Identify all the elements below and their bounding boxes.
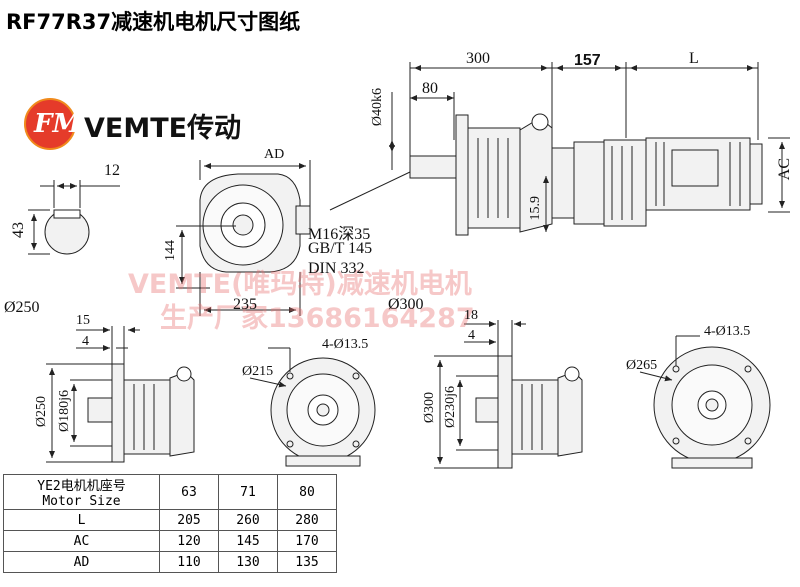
dim-AD-label: AD bbox=[264, 147, 285, 162]
flange2-4-label: 4 bbox=[468, 328, 475, 343]
page-title: RF77R37减速机电机尺寸图纸 bbox=[6, 10, 301, 34]
dim-157-label: 157 bbox=[574, 52, 601, 69]
flange1-180-label: Ø180j6 bbox=[57, 390, 72, 432]
flange2-holes-label: 4-Ø13.5 bbox=[704, 324, 751, 339]
flange1-250-label: Ø250 bbox=[34, 396, 49, 428]
flange1-holes-label: 4-Ø13.5 bbox=[322, 337, 369, 352]
table-header-cell: YE2电机机座号 Motor Size bbox=[3, 474, 160, 510]
table-row-label: AC bbox=[3, 530, 160, 552]
table-size-cell: 63 bbox=[159, 474, 219, 510]
table-row-label: L bbox=[3, 509, 160, 531]
thread-spec-line-3: DIN 332 bbox=[308, 260, 365, 277]
table-cell: 170 bbox=[277, 530, 337, 552]
motor-size-table: YE2电机机座号 Motor Size 63 71 80 L 205 260 2… bbox=[3, 474, 337, 573]
flange1-pcd-label: Ø215 bbox=[242, 364, 274, 379]
table-cell: 135 bbox=[277, 551, 337, 573]
watermark-line-1: VEMTE(唯玛特)减速机电机 bbox=[128, 269, 472, 300]
flange1-4-label: 4 bbox=[82, 334, 89, 349]
dim-80-label: 80 bbox=[422, 80, 438, 97]
flange2-230-label: Ø230j6 bbox=[443, 386, 458, 428]
flange2-pcd-label: Ø265 bbox=[626, 358, 658, 373]
brand-logo: FM VEMTE传动 bbox=[24, 98, 274, 154]
table-cell: 260 bbox=[218, 509, 278, 531]
flange2-18-label: 18 bbox=[464, 308, 478, 323]
table-row: AC 120 145 170 bbox=[3, 530, 337, 552]
table-cell: 130 bbox=[218, 551, 278, 573]
dim-L-label: L bbox=[689, 50, 699, 67]
flange2-300-label: Ø300 bbox=[422, 392, 437, 424]
dim-144-label: 144 bbox=[163, 240, 178, 261]
thread-spec-line-2: GB/T 145 bbox=[308, 240, 373, 257]
dim-AC-label: AC bbox=[776, 158, 793, 181]
dim-235-label: 235 bbox=[233, 296, 257, 313]
table-cell: 205 bbox=[159, 509, 219, 531]
table-cell: 145 bbox=[218, 530, 278, 552]
dim-300-label: 300 bbox=[466, 50, 490, 67]
table-row: AD 110 130 135 bbox=[3, 551, 337, 573]
table-size-cell: 80 bbox=[277, 474, 337, 510]
table-cell: 110 bbox=[159, 551, 219, 573]
flange2-outer-label: Ø300 bbox=[388, 296, 424, 313]
watermark-line-2: 生产厂家13686164287 bbox=[160, 303, 475, 334]
logo-badge-icon: FM bbox=[24, 98, 81, 150]
flange1-15-label: 15 bbox=[76, 313, 90, 328]
key-height-label: 43 bbox=[10, 222, 27, 238]
dim-15-9-label: 15.9 bbox=[528, 196, 543, 221]
table-row-label: AD bbox=[3, 551, 160, 573]
table-size-cell: 71 bbox=[218, 474, 278, 510]
shaft-diameter-label: Ø40k6 bbox=[370, 88, 385, 127]
key-width-label: 12 bbox=[104, 162, 120, 179]
thread-spec-line-1: M16深35 bbox=[308, 226, 371, 243]
table-cell: 280 bbox=[277, 509, 337, 531]
table-header-en: Motor Size bbox=[42, 494, 121, 509]
table-header-row: YE2电机机座号 Motor Size 63 71 80 bbox=[3, 474, 337, 510]
table-header-cn: YE2电机机座号 bbox=[37, 479, 126, 494]
table-cell: 120 bbox=[159, 530, 219, 552]
brand-name: VEMTE传动 bbox=[84, 113, 242, 144]
flange1-outer-label: Ø250 bbox=[4, 299, 40, 316]
table-row: L 205 260 280 bbox=[3, 509, 337, 531]
